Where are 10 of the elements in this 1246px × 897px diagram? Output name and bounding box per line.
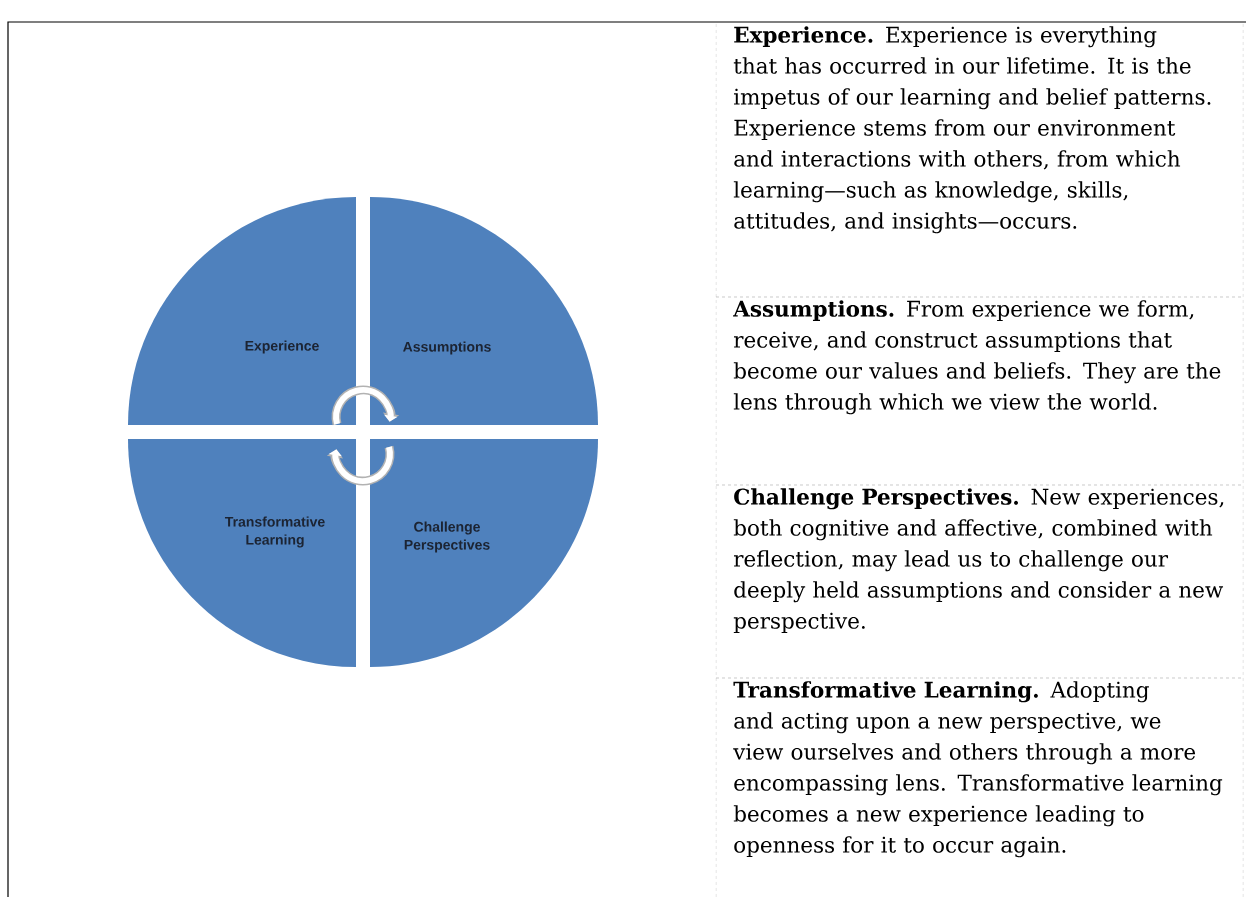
quadrant-sector: Transformative Learning bbox=[128, 439, 356, 667]
description-text: Transformative Learning. Adopting and acting upon a new perspective, we view ourselves and others through a more encompassing lens. Transformative learning becomes a new experience leading to openness for it to occur again. bbox=[733, 681, 1223, 858]
description-text: Experience. Experience is everything that has occurred in our lifetime. It is the impetus of our learning and belief patterns. Experience stems from our environment and interactions with others, from which learning—such as knowledge, skills, attitudes, and insights—occurs. bbox=[733, 26, 1211, 234]
description-text: Challenge Perspectives. New experiences, both cognitive and affective, combined with reflection, may lead us to challenge our deeply held assumptions and consider a new perspective. bbox=[733, 488, 1224, 633]
description-text: Assumptions. From experience we form, receive, and construct assumptions that become our values and beliefs. They are the lens through which we view the world. bbox=[733, 300, 1221, 415]
quadrant-sector: Challenge Perspectives bbox=[370, 439, 598, 667]
curved-arrow bbox=[331, 385, 400, 425]
quadrant-sector: Assumptions bbox=[370, 197, 598, 425]
curved-arrow bbox=[326, 446, 395, 486]
quadrant-sector: Experience bbox=[128, 197, 356, 425]
